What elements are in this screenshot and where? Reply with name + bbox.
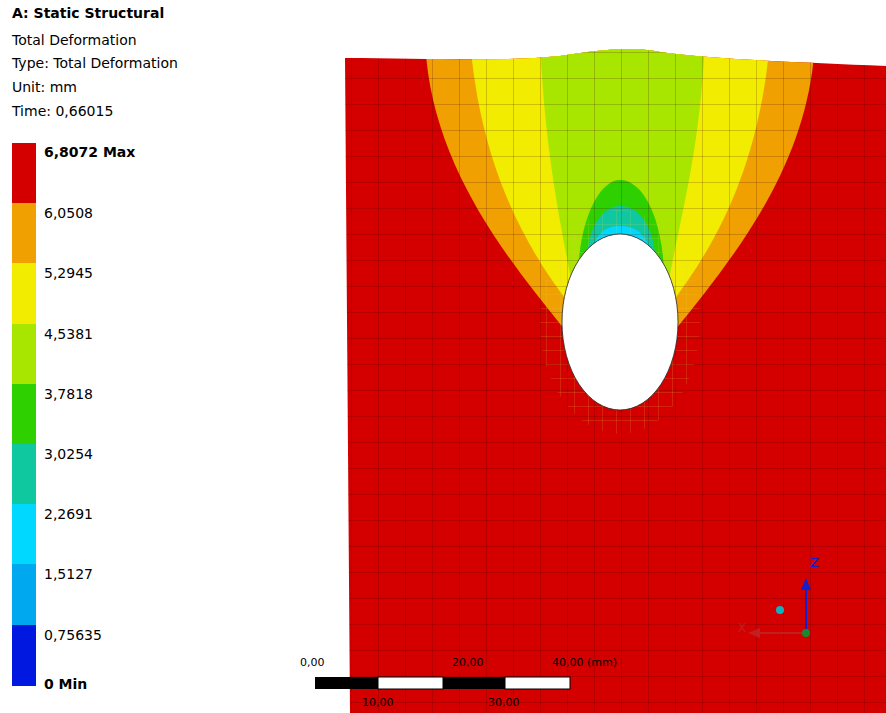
scale-label: 10,00 bbox=[362, 697, 394, 708]
scale-label: 40,00 (mm) bbox=[552, 657, 617, 668]
axis-label: X bbox=[738, 622, 746, 634]
legend-value: 0,75635 bbox=[44, 628, 102, 642]
legend-swatch bbox=[12, 444, 36, 505]
legend-swatch bbox=[12, 504, 36, 565]
axis-triad bbox=[748, 578, 811, 638]
result-name: Total Deformation bbox=[12, 33, 137, 47]
result-unit: Unit: mm bbox=[12, 80, 77, 94]
legend-value: 4,5381 bbox=[44, 327, 93, 341]
legend-swatch bbox=[12, 625, 36, 686]
scale-label: 30,00 bbox=[488, 697, 520, 708]
result-type: Type: Total Deformation bbox=[12, 56, 178, 70]
legend-swatch bbox=[12, 324, 36, 385]
scale-label: 20,00 bbox=[452, 657, 484, 668]
legend-swatch bbox=[12, 203, 36, 264]
result-time: Time: 0,66015 bbox=[12, 104, 113, 118]
scale-label: 0,00 bbox=[300, 657, 325, 668]
legend-value: 6,0508 bbox=[44, 206, 93, 220]
plate bbox=[340, 40, 886, 713]
legend-swatch bbox=[12, 263, 36, 324]
scale-bar bbox=[315, 677, 570, 689]
legend-swatch bbox=[12, 564, 36, 625]
legend-value: 1,5127 bbox=[44, 567, 93, 581]
legend-value: 5,2945 bbox=[44, 266, 93, 280]
legend-min: 0 Min bbox=[44, 677, 87, 691]
legend-value: 2,2691 bbox=[44, 507, 93, 521]
axis-label: Z bbox=[810, 556, 819, 569]
legend-value: 3,7818 bbox=[44, 387, 93, 401]
legend-value: 6,8072 Max bbox=[44, 145, 135, 159]
legend-swatch bbox=[12, 143, 36, 204]
legend-swatch bbox=[12, 384, 36, 445]
plot-title: A: Static Structural bbox=[12, 6, 164, 20]
legend-value: 3,0254 bbox=[44, 447, 93, 461]
